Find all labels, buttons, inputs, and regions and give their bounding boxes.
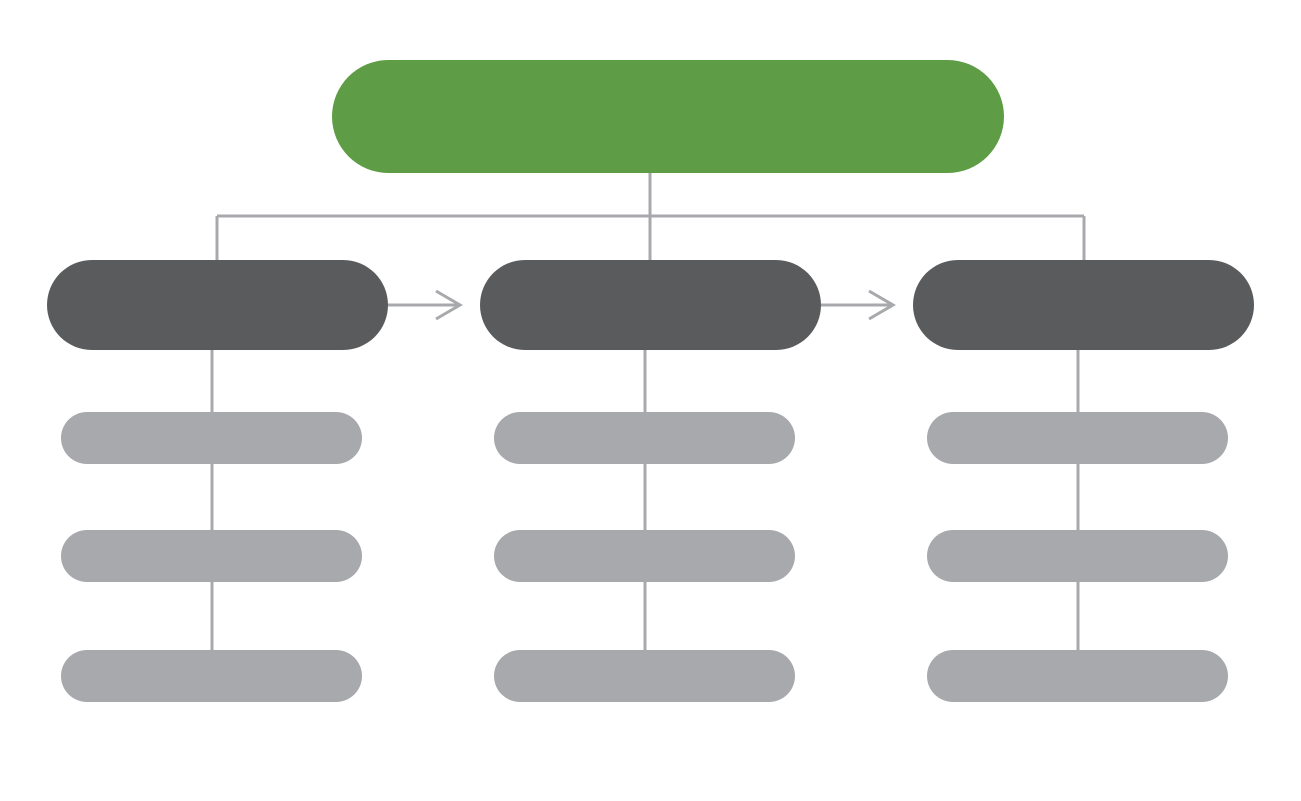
arrow-head-icon	[868, 289, 896, 321]
item-node	[61, 650, 362, 702]
item-node	[494, 650, 795, 702]
item-node	[927, 650, 1228, 702]
stage-node	[913, 260, 1254, 350]
item-node-shape	[494, 412, 795, 464]
connector-layer	[210, 173, 1086, 676]
item-node-shape	[494, 530, 795, 582]
stage-node	[47, 260, 388, 350]
item-node	[494, 412, 795, 464]
item-node	[927, 412, 1228, 464]
item-node	[927, 530, 1228, 582]
item-node	[61, 412, 362, 464]
item-node-shape	[61, 650, 362, 702]
item-node-shape	[927, 530, 1228, 582]
item-node-shape	[927, 650, 1228, 702]
arrow-head-icon	[435, 289, 463, 321]
root-node-shape	[332, 60, 1004, 173]
item-node-shape	[494, 650, 795, 702]
root-node	[332, 60, 1004, 173]
item-node-shape	[927, 412, 1228, 464]
stage-node-shape	[480, 260, 821, 350]
node-layer	[47, 60, 1254, 702]
stage-node	[480, 260, 821, 350]
stage-node-shape	[913, 260, 1254, 350]
item-node	[61, 530, 362, 582]
item-node	[494, 530, 795, 582]
item-node-shape	[61, 412, 362, 464]
item-node-shape	[61, 530, 362, 582]
stage-node-shape	[47, 260, 388, 350]
